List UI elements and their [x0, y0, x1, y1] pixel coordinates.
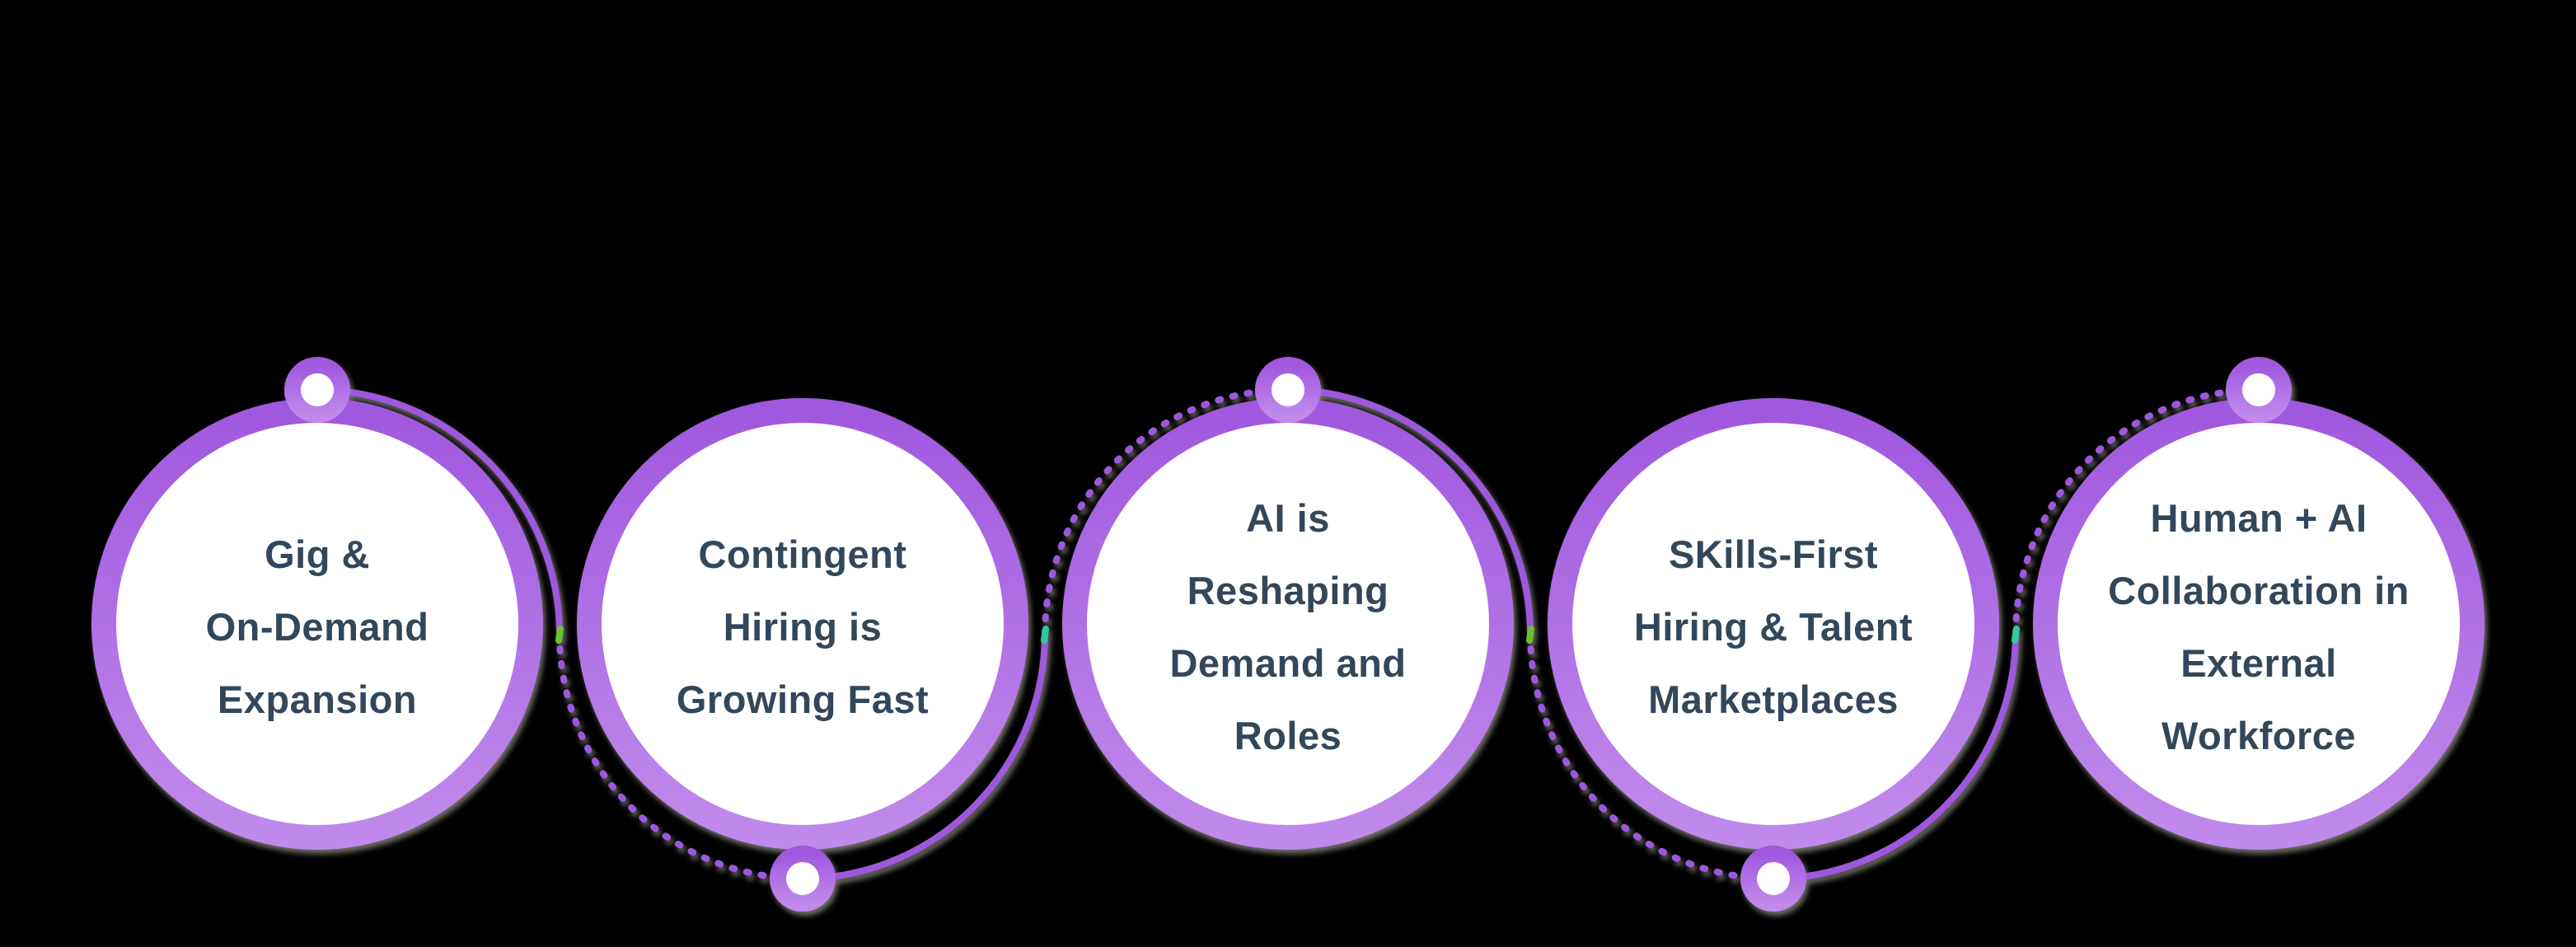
transition-dash-4 [2012, 626, 2020, 644]
transition-dash-2 [1041, 626, 1049, 644]
transition-dash-3 [1526, 626, 1534, 644]
circle-label-1-line-3: Expansion [218, 677, 417, 721]
wave-segment-3-solid [799, 631, 1048, 882]
circle-label-5-line-1: Human + AI [2150, 496, 2367, 540]
circle-ring-3 [1062, 398, 1514, 850]
transition-dash-1 [555, 626, 564, 644]
circle-label-2-line-2: Hiring is [724, 605, 883, 649]
circle-ring-5 [2033, 398, 2485, 850]
circle-knob-4 [1740, 846, 1806, 912]
circle-label-2-line-3: Growing Fast [677, 677, 929, 721]
circle-label-3-line-4: Roles [1234, 714, 1342, 757]
circle-label-5-line-3: External [2180, 641, 2336, 685]
circle-knob-3 [1255, 357, 1321, 423]
circle-label-3-line-2: Reshaping [1187, 569, 1389, 612]
circle-knob-1 [284, 357, 350, 423]
circle-label-4-line-2: Hiring & Talent [1634, 605, 1913, 649]
wave-segment-5-solid [1285, 387, 1534, 637]
wave-segment-8-dotted [2012, 387, 2262, 637]
circle-knob-5 [2226, 357, 2292, 423]
labels-layer: Gig & On-Demand Expansion Contingent Hir… [206, 496, 2410, 757]
circle-ring-4 [1548, 398, 1999, 850]
wave-segment-7-solid [1770, 631, 2019, 882]
circle-knob-2 [770, 846, 836, 912]
circle-label-4-line-1: SKills-First [1669, 532, 1878, 576]
circle-label-3-line-1: AI is [1246, 496, 1330, 540]
circle-label-5-line-2: Collaboration in [2108, 569, 2410, 612]
wave-segment-2-dotted [556, 631, 806, 882]
circle-label-2-line-1: Contingent [699, 532, 907, 576]
circle-label-1-line-2: On-Demand [206, 605, 429, 649]
wave-segment-1-solid [314, 387, 563, 637]
circle-label-1-line-1: Gig & [265, 532, 370, 576]
circle-label-5-line-4: Workforce [2161, 714, 2356, 757]
wave-segment-4-dotted [1042, 387, 1291, 637]
artwork-layer [91, 357, 2485, 912]
wave-segment-6-dotted [1527, 631, 1777, 882]
circle-ring-2 [577, 398, 1028, 850]
circle-label-3-line-3: Demand and [1169, 641, 1406, 685]
circle-label-4-line-3: Marketplaces [1648, 677, 1899, 721]
